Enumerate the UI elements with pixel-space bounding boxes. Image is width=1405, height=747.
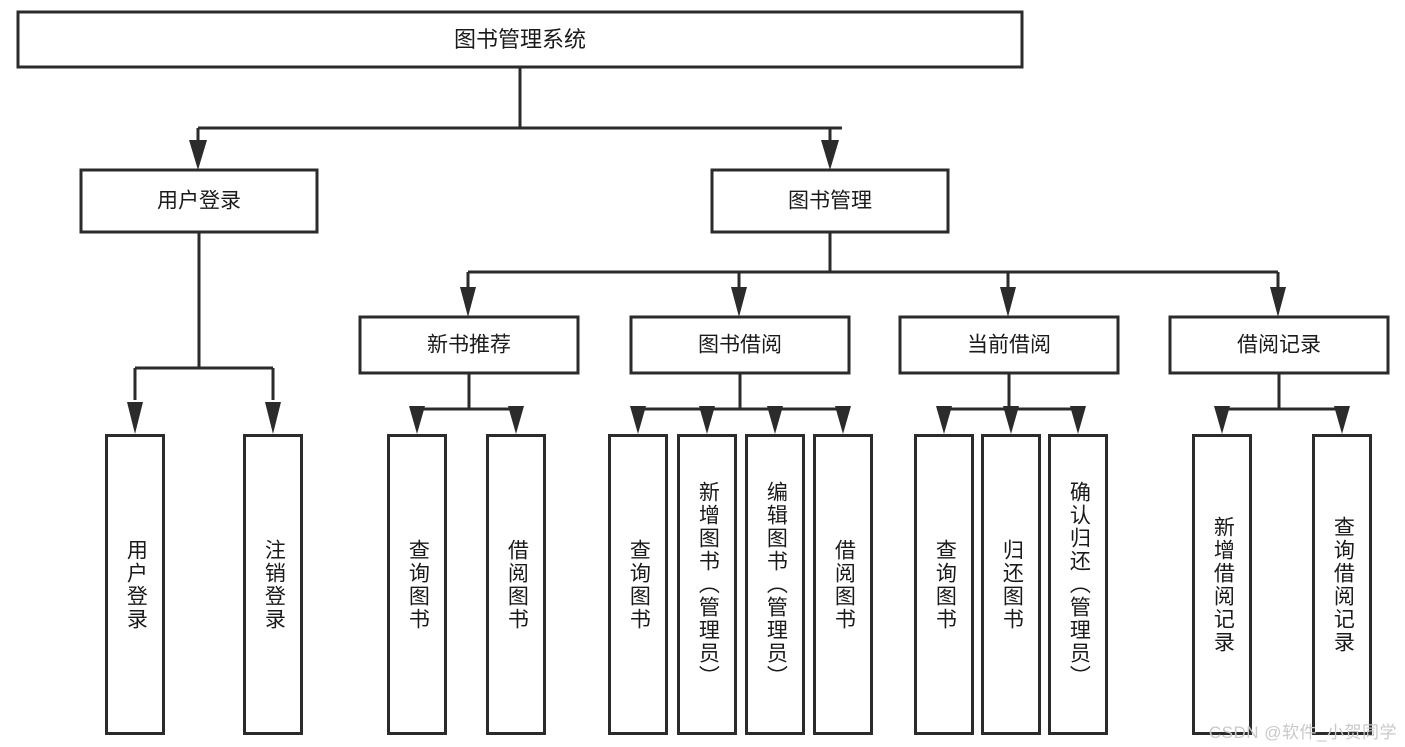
node-book-manage-rect[interactable] — [710, 168, 950, 234]
leaf-borrow-record-2-label: 查询借阅记录 — [1331, 515, 1355, 654]
leaf-book-borrow-2-label: 新增图书（管理员） — [696, 481, 720, 688]
leaf-current-borrow-1[interactable]: 查询图书 — [914, 434, 974, 735]
leaf-borrow-record-1[interactable]: 新增借阅记录 — [1192, 434, 1252, 735]
edge-book-manage-to-level3 — [460, 232, 1286, 317]
node-current-borrow-label: 当前借阅 — [967, 334, 1051, 357]
leaf-borrow-record-1-label: 新增借阅记录 — [1211, 515, 1235, 654]
node-new-book-recommend-label: 新书推荐 — [427, 334, 511, 357]
arrow-head-br-leaf-1 — [1214, 406, 1230, 434]
leaf-borrow-record-2[interactable]: 查询借阅记录 — [1312, 434, 1372, 735]
leaf-user-login-2-label: 注销登录 — [262, 538, 286, 631]
node-user-login[interactable]: 用户登录 — [79, 168, 319, 234]
node-book-borrow-rect[interactable] — [629, 315, 851, 375]
arrow-head-book-borrow — [731, 287, 747, 317]
leaf-user-login-1-label: 用户登录 — [124, 538, 148, 631]
leaf-current-borrow-3[interactable]: 确认归还（管理员） — [1048, 434, 1108, 735]
arrow-head-user-login — [189, 140, 207, 170]
arrow-head-leaf-logout — [265, 402, 281, 434]
leaf-new-book-recommend-2[interactable]: 借阅图书 — [486, 434, 546, 735]
leaf-user-login-2[interactable]: 注销登录 — [243, 434, 303, 735]
node-book-borrow[interactable]: 图书借阅 — [629, 315, 851, 375]
arrow-head-bb-leaf-2 — [699, 406, 715, 434]
node-book-manage-label: 图书管理 — [788, 190, 872, 213]
leaf-new-book-recommend-1[interactable]: 查询图书 — [387, 434, 447, 735]
leaf-current-borrow-2[interactable]: 归还图书 — [981, 434, 1041, 735]
edge-borrow-record-to-leaves — [1214, 373, 1350, 434]
arrow-head-cb-leaf-1 — [936, 406, 952, 434]
node-book-manage[interactable]: 图书管理 — [710, 168, 950, 234]
arrow-head-cb-leaf-3 — [1070, 406, 1086, 434]
arrow-head-new-book-recommend — [460, 287, 476, 317]
arrow-head-nbr-leaf-2 — [508, 406, 524, 434]
edge-book-borrow-to-leaves — [630, 373, 851, 434]
arrow-head-current-borrow — [1000, 287, 1016, 317]
leaf-new-book-recommend-2-label: 借阅图书 — [505, 538, 529, 631]
arrow-head-bb-leaf-3 — [767, 406, 783, 434]
node-root[interactable]: 图书管理系统 — [16, 10, 1024, 69]
leaf-new-book-recommend-1-label: 查询图书 — [406, 538, 430, 631]
node-borrow-record-rect[interactable] — [1168, 315, 1390, 375]
node-root-label: 图书管理系统 — [454, 27, 586, 52]
edge-user-login-to-leaves — [127, 232, 281, 434]
leaf-book-borrow-4[interactable]: 借阅图书 — [813, 434, 873, 735]
arrow-head-bb-leaf-4 — [835, 406, 851, 434]
leaf-current-borrow-1-label: 查询图书 — [933, 538, 957, 631]
arrow-head-borrow-record — [1270, 287, 1286, 317]
arrow-head-cb-leaf-2 — [1003, 406, 1019, 434]
leaf-book-borrow-3[interactable]: 编辑图书（管理员） — [745, 434, 805, 735]
leaf-current-borrow-3-label: 确认归还（管理员） — [1067, 481, 1091, 688]
leaf-book-borrow-1-label: 查询图书 — [627, 538, 651, 631]
edge-root-to-level2 — [189, 67, 842, 170]
leaf-book-borrow-2[interactable]: 新增图书（管理员） — [677, 434, 737, 735]
node-new-book-recommend[interactable]: 新书推荐 — [358, 315, 580, 375]
node-new-book-recommend-rect[interactable] — [358, 315, 580, 375]
arrow-head-leaf-user-login — [127, 402, 143, 434]
leaf-user-login-1[interactable]: 用户登录 — [105, 434, 165, 735]
leaf-current-borrow-2-label: 归还图书 — [1000, 538, 1024, 631]
edge-current-borrow-to-leaves — [936, 373, 1086, 434]
arrow-head-br-leaf-2 — [1334, 406, 1350, 434]
node-book-borrow-label: 图书借阅 — [698, 334, 782, 357]
edge-new-book-recommend-to-leaves — [409, 373, 524, 434]
node-root-rect[interactable] — [16, 10, 1024, 69]
node-current-borrow[interactable]: 当前借阅 — [898, 315, 1120, 375]
leaf-book-borrow-1[interactable]: 查询图书 — [608, 434, 668, 735]
node-borrow-record[interactable]: 借阅记录 — [1168, 315, 1390, 375]
node-user-login-label: 用户登录 — [157, 190, 241, 213]
node-borrow-record-label: 借阅记录 — [1237, 334, 1321, 357]
leaf-book-borrow-3-label: 编辑图书（管理员） — [764, 481, 788, 688]
leaf-book-borrow-4-label: 借阅图书 — [832, 538, 856, 631]
arrow-head-bb-leaf-1 — [630, 406, 646, 434]
arrow-head-book-manage — [821, 140, 839, 170]
arrow-head-nbr-leaf-1 — [409, 406, 425, 434]
